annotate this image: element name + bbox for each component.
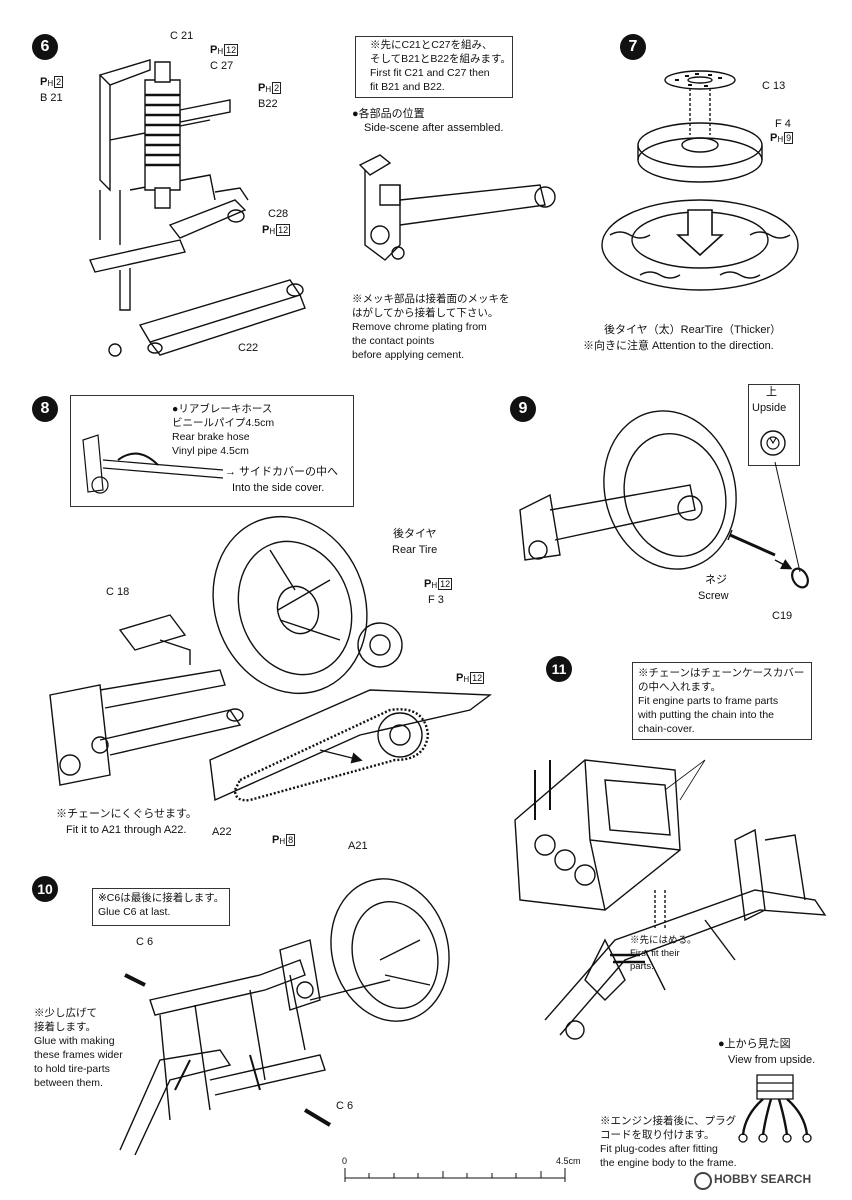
step-9-number: 9 (510, 396, 536, 422)
side-cover-jp: → サイドカバーの中へ (225, 466, 339, 478)
position-heading-en: Side-scene after assembled. (364, 122, 504, 134)
chain-cover-note: ※チェーンはチェーンケースカバー の中へ入れます。 Fit engine par… (638, 667, 805, 735)
upside-leader-line (770, 462, 810, 582)
label-c6-bottom: C 6 (336, 1100, 354, 1112)
glue-c6-note: ※C6は最後に接着します。 Glue C6 at last. (98, 892, 225, 918)
step-6-number: 6 (32, 34, 58, 60)
label-c18: C 18 (106, 586, 130, 598)
scale-zero: 0 (342, 1156, 348, 1166)
side-cover-en: Into the side cover. (232, 482, 325, 494)
upside-en: Upside (752, 402, 787, 414)
chain-cover-note-box (632, 662, 812, 740)
step-10-frame-drawing (100, 880, 470, 1160)
rear-tire-label: 後タイヤ（太）RearTire（Thicker） (604, 324, 782, 336)
step-6-order-note: ※先にC21とC27を組み、 そしてB21とB22を組みます。 First fi… (370, 39, 511, 93)
screw-label-jp: ネジ (705, 574, 727, 586)
plug-code-top-view-drawing (735, 1070, 815, 1150)
hobby-search-logo-icon (694, 1172, 712, 1190)
chrome-plating-note: ※メッキ部品は接着面のメッキを はがしてから接着して下さい。 Remove ch… (352, 293, 510, 361)
upside-jp: 上 (766, 386, 777, 398)
scale-bar (345, 1168, 575, 1188)
step-6-suspension-drawing (60, 40, 360, 370)
step-8-number: 8 (32, 396, 58, 422)
brake-hose-inset (70, 395, 354, 507)
label-c19: C19 (772, 610, 793, 622)
upside-bolt-icon (758, 428, 788, 458)
label-a22: A22 (212, 826, 232, 838)
label-f4: F 4 (775, 118, 791, 130)
view-from-upside-en: View from upside. (728, 1054, 816, 1066)
brake-hose-inset-drawing (78, 430, 228, 500)
chain-note-jp: ※チェーンにくぐらせます。 (56, 808, 197, 820)
step-6-order-note-box (355, 36, 513, 98)
step-9-wheel-screw-drawing (510, 410, 810, 600)
chain-note-en: Fit it to A21 through A22. (66, 824, 187, 836)
brake-hose-note: ●リアブレーキホース ビニールパイプ4.5cm Rear brake hose … (172, 403, 275, 457)
upside-inset (748, 384, 800, 466)
step-10-number: 10 (32, 876, 58, 902)
view-from-upside-jp: ●上から見た図 (718, 1038, 791, 1050)
plug-code-note: ※エンジン接着後に、プラグ コードを取り付けます。 Fit plug-codes… (600, 1115, 737, 1169)
label-c27: C 27 (210, 60, 234, 72)
glue-c6-note-box (92, 888, 230, 926)
widen-frames-note: ※少し広げて 接着します。 Glue with making these fra… (34, 1007, 123, 1089)
step-7-number: 7 (620, 34, 646, 60)
step-7-rear-wheel-drawing (600, 60, 810, 310)
position-heading-jp: ●各部品の位置 (352, 108, 425, 120)
first-fit-note: ※先にはめる。 First fit their parts. (630, 935, 697, 972)
label-a21: A21 (348, 840, 368, 852)
step-11-number: 11 (546, 656, 572, 682)
label-rear-tire-jp: 後タイヤ (393, 528, 437, 540)
label-c21: C 21 (170, 30, 194, 42)
screw-label-en: Screw (698, 590, 729, 602)
label-c6-top: C 6 (136, 936, 154, 948)
label-rear-tire-en: Rear Tire (392, 544, 438, 556)
assembled-side-view-drawing (340, 145, 570, 275)
hobby-search-watermark: HOBBY SEARCH (714, 1172, 812, 1186)
direction-note: ※向きに注意 Attention to the direction. (583, 340, 774, 352)
step-8-rear-assembly-drawing (40, 510, 490, 840)
label-b22: B22 (258, 98, 278, 110)
label-b21: B 21 (40, 92, 63, 104)
label-f3: F 3 (428, 594, 444, 606)
label-c28: C28 (268, 208, 289, 220)
step-11-engine-frame-drawing (505, 740, 835, 1070)
scale-max: 4.5cm (556, 1156, 581, 1166)
label-c13: C 13 (762, 80, 786, 92)
label-c22: C22 (238, 342, 259, 354)
